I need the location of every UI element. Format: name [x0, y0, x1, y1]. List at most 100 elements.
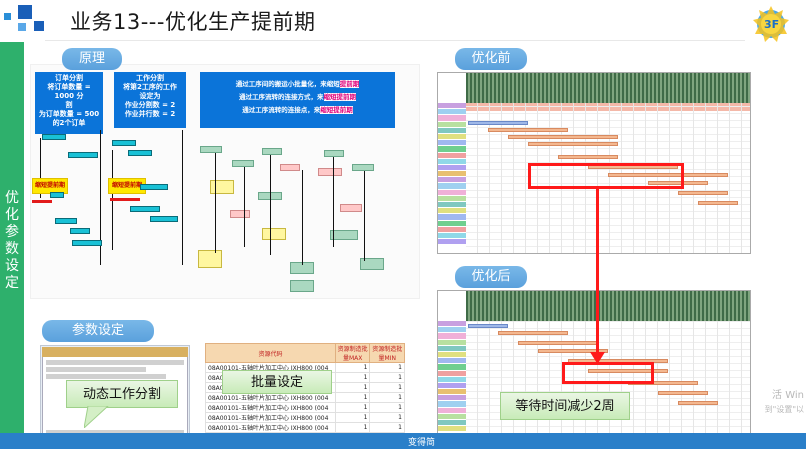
col-batch-max: 资源制造批量MAX	[334, 343, 371, 363]
diagram-line	[244, 167, 245, 247]
batch-max-cell: 1	[334, 422, 371, 433]
gantt-row-label	[438, 121, 466, 128]
tag-params: 参数设定	[42, 320, 154, 342]
gantt-row-label	[438, 327, 466, 334]
gantt-row-label	[438, 133, 466, 141]
work-split-line1: 将第2工序的工作	[123, 83, 177, 91]
gantt-row-label	[438, 226, 466, 233]
resource-code-cell: 08A00101-五轴叶片加工中心 IXH800 (004	[205, 402, 336, 413]
diagram-line	[270, 155, 271, 255]
gantt-row-label	[438, 183, 466, 190]
highlight-wait-after	[562, 362, 654, 384]
gantt-row-label	[438, 152, 466, 159]
gantt-row-labels	[438, 321, 466, 433]
tag-after: 优化后	[455, 266, 527, 288]
gantt-row-label	[438, 321, 466, 328]
gantt-row-label	[438, 109, 466, 116]
note-1-text: 通过工序间的搬运小批量化，来缩短	[235, 80, 340, 88]
gantt-row-labels	[438, 103, 466, 253]
gantt-row-label	[438, 103, 466, 110]
flow-node	[200, 146, 222, 153]
diagram-line	[333, 157, 334, 247]
diagram-bar	[70, 228, 90, 234]
gantt-bar	[678, 191, 728, 195]
gantt-bar	[468, 324, 508, 328]
flow-node	[360, 258, 384, 270]
flow-node	[290, 280, 314, 292]
watermark-line2: 到"设置"以	[764, 405, 804, 414]
flow-node	[232, 160, 254, 167]
red-arrowhead-icon	[590, 352, 605, 364]
flow-node	[230, 210, 250, 218]
gantt-row-label	[438, 239, 466, 246]
gantt-bar	[518, 341, 598, 345]
batch-min-cell: 1	[369, 422, 405, 433]
tag-before: 优化前	[455, 48, 527, 70]
gantt-row-label	[438, 345, 466, 352]
diagram-bar	[68, 152, 98, 158]
gantt-bar	[608, 173, 728, 177]
param-status-row	[46, 430, 184, 435]
batch-min-cell: 1	[369, 392, 405, 403]
logo-squares	[4, 3, 44, 33]
flow-node	[210, 180, 234, 194]
gantt-row-label	[438, 413, 466, 420]
side-bar	[0, 42, 24, 437]
red-arrow	[32, 200, 52, 203]
brand-logo-icon: 3F	[753, 6, 789, 42]
note-1-highlight: 提前期	[339, 80, 360, 88]
note-3: 通过工序流转的连接点，来缩短提前期	[203, 104, 392, 117]
flow-node	[330, 230, 358, 240]
diagram-bar	[50, 192, 64, 198]
gantt-row-label	[438, 364, 466, 371]
gantt-bar	[528, 142, 618, 146]
order-split-title: 订单分割	[55, 74, 83, 82]
order-split-box: 订单分割 将订单数量 = 1000 分 割 为订单数量 = 500 的2个订单	[35, 72, 103, 134]
diagram-line	[364, 171, 365, 261]
batch-max-cell: 1	[334, 412, 371, 423]
diagram-line	[302, 170, 303, 265]
flow-node	[352, 164, 374, 171]
gantt-row-label	[438, 339, 466, 346]
gantt-row-label	[438, 220, 466, 227]
gantt-row-label	[438, 214, 466, 221]
gantt-row-label	[438, 177, 466, 184]
resource-code-cell: 08A00101-五轴叶片加工中心 IXH800 (004	[205, 422, 336, 433]
gantt-row-label	[438, 370, 466, 377]
callout-result: 等待时间减少2周	[500, 392, 630, 420]
gantt-row-label	[438, 208, 466, 215]
order-split-line4: 为订单数量 = 500	[38, 110, 100, 118]
gantt-row-label	[438, 401, 466, 408]
callout-batch-setting: 批量设定	[222, 370, 332, 394]
highlight-wait-before	[528, 163, 684, 189]
svg-text:3F: 3F	[764, 18, 779, 31]
diagram-bar	[42, 134, 66, 140]
gantt-row-label	[438, 164, 466, 172]
work-split-title: 工作分割	[136, 74, 164, 82]
param-row	[46, 374, 166, 379]
gantt-bar	[498, 331, 568, 335]
flow-node	[318, 168, 342, 176]
side-label: 优化参数设定	[5, 190, 19, 291]
flow-node	[262, 228, 286, 240]
batch-min-cell: 1	[369, 382, 405, 393]
batch-max-cell: 1	[334, 392, 371, 403]
watermark-line1: 活 Win	[772, 390, 804, 401]
batch-max-cell: 1	[334, 372, 371, 383]
gantt-bar	[508, 135, 618, 139]
red-connector-line	[596, 188, 599, 362]
resource-code-cell: 08A00101-五轴叶片加工中心 IXH800 (004	[205, 412, 336, 423]
gantt-row-label	[438, 115, 466, 122]
gantt-bar	[678, 401, 718, 405]
gantt-row-label	[438, 395, 466, 402]
gantt-bar	[648, 181, 708, 185]
batch-min-cell: 1	[369, 402, 405, 413]
gantt-row-label	[438, 146, 466, 153]
diagram-bar	[72, 240, 102, 246]
col-resource-code: 资源代码	[205, 343, 336, 363]
gantt-row-label	[438, 232, 466, 240]
bottom-strip	[0, 433, 806, 449]
